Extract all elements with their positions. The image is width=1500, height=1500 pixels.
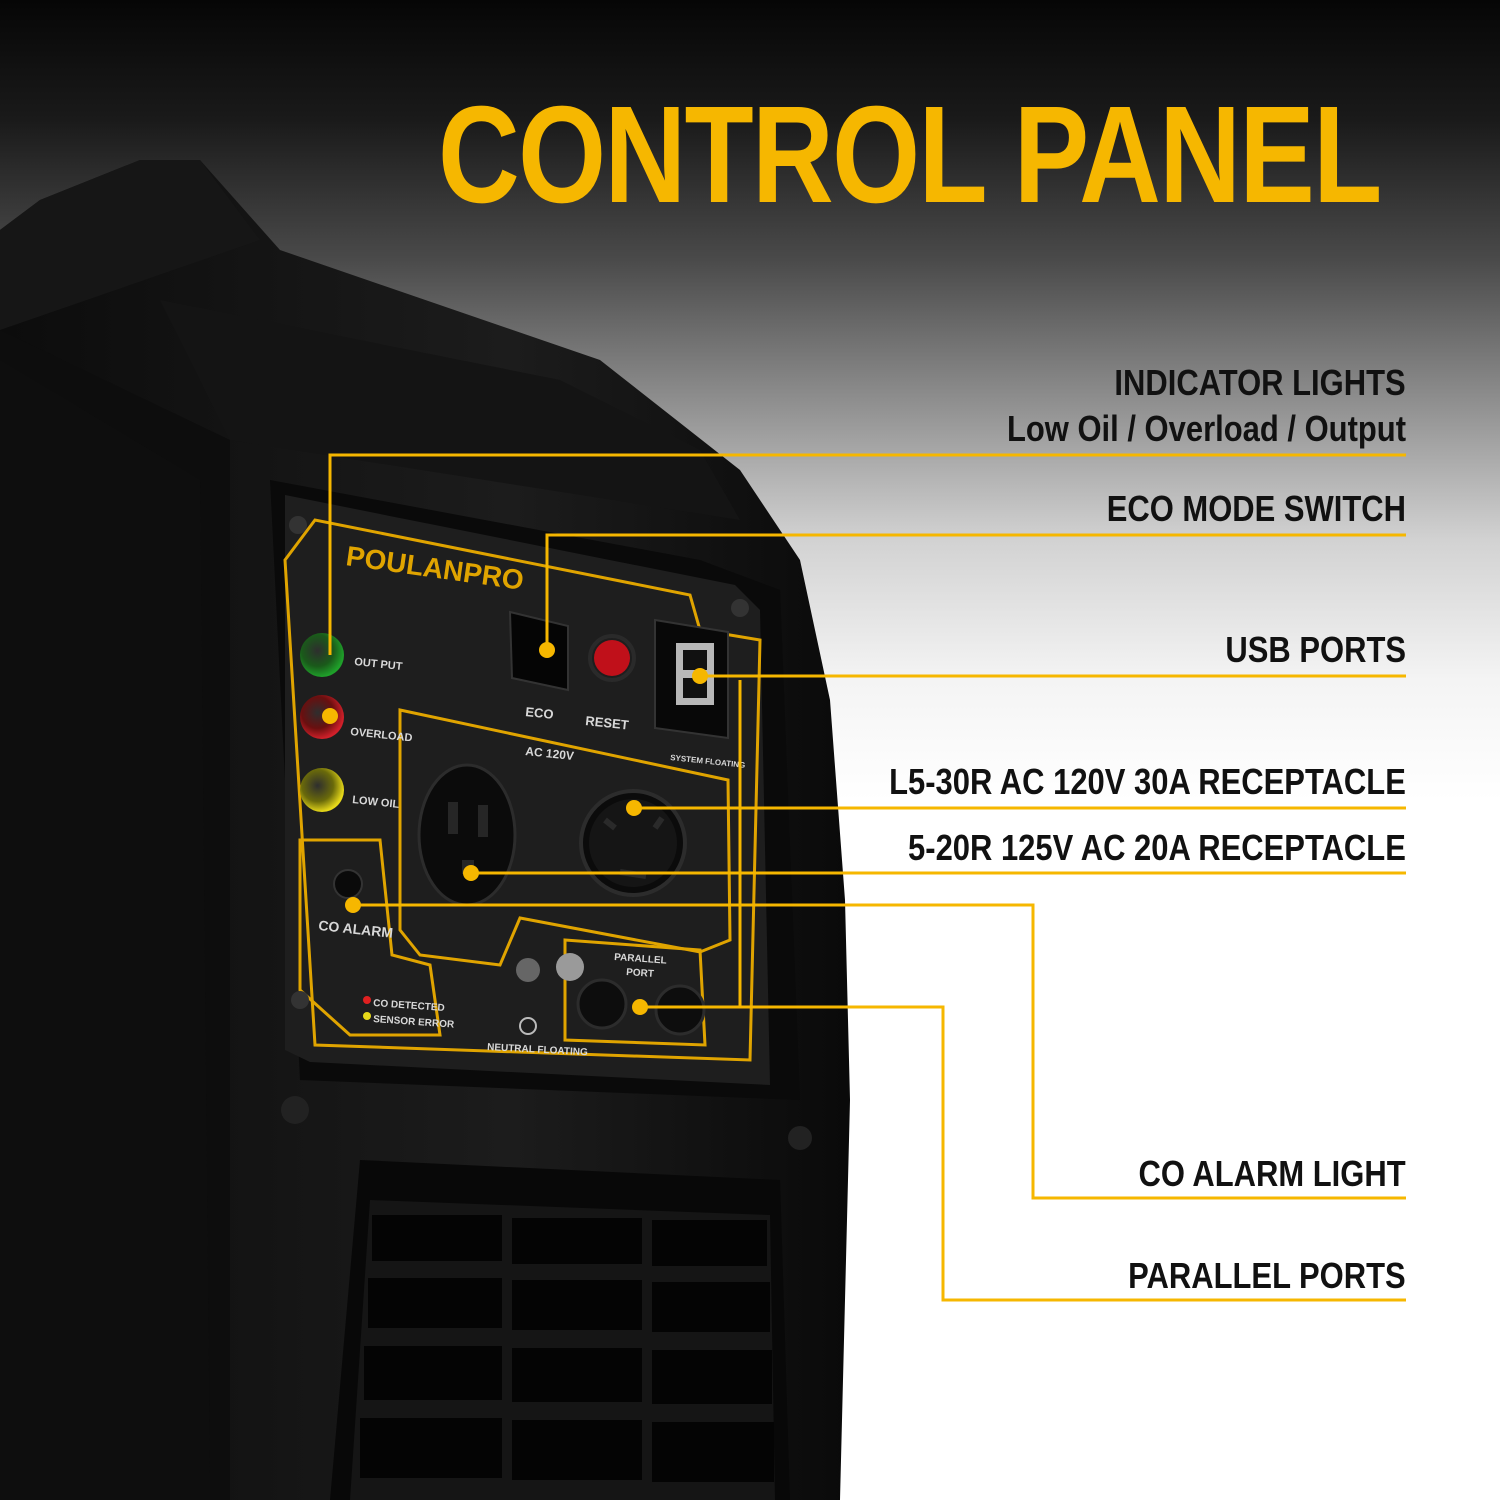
callout-5-20r-receptacle: 5-20R 125V AC 20A RECEPTACLE [908,827,1406,868]
callout-usb-ports: USB PORTS [1225,629,1406,670]
callout-dots [322,642,708,1015]
ac-receptacles: AC 120V [417,744,687,907]
vent-grille [330,1160,790,1500]
eco-and-reset: ECO RESET [508,610,636,733]
panel-label-ac-120v: AC 120V [525,744,575,763]
callout-indicator-lights: INDICATOR LIGHTS [1114,362,1406,403]
panel-label-co-alarm: CO ALARM [318,917,394,941]
page-title: CONTROL PANEL [438,78,1382,232]
callout-lines [328,453,1406,1302]
callout-l5-30r-receptacle: L5-30R AC 120V 30A RECEPTACLE [889,761,1406,802]
callout-indicator-lights-sub: Low Oil / Overload / Output [1006,408,1406,449]
callout-parallel-ports: PARALLEL PORTS [1128,1255,1406,1296]
panel-label-eco: ECO [525,704,555,722]
parallel-port-panel: NEUTRAL FLOATING PARALLEL PORT [487,952,706,1058]
panel-label-co-detected: CO DETECTED [373,998,445,1014]
panel-label-reset: RESET [585,713,630,732]
panel-label-port: PORT [626,967,654,980]
panel-label-output: OUT PUT [354,656,404,673]
panel-label-parallel: PARALLEL [614,952,667,967]
panel-label-neutral-floating: NEUTRAL FLOATING [487,1042,588,1058]
indicator-lights: OUT PUT OVERLOAD LOW OIL [300,633,413,812]
callout-co-alarm-light: CO ALARM LIGHT [1138,1153,1406,1194]
panel-label-low-oil: LOW OIL [352,794,400,811]
callout-eco-mode-switch: ECO MODE SWITCH [1106,488,1406,529]
